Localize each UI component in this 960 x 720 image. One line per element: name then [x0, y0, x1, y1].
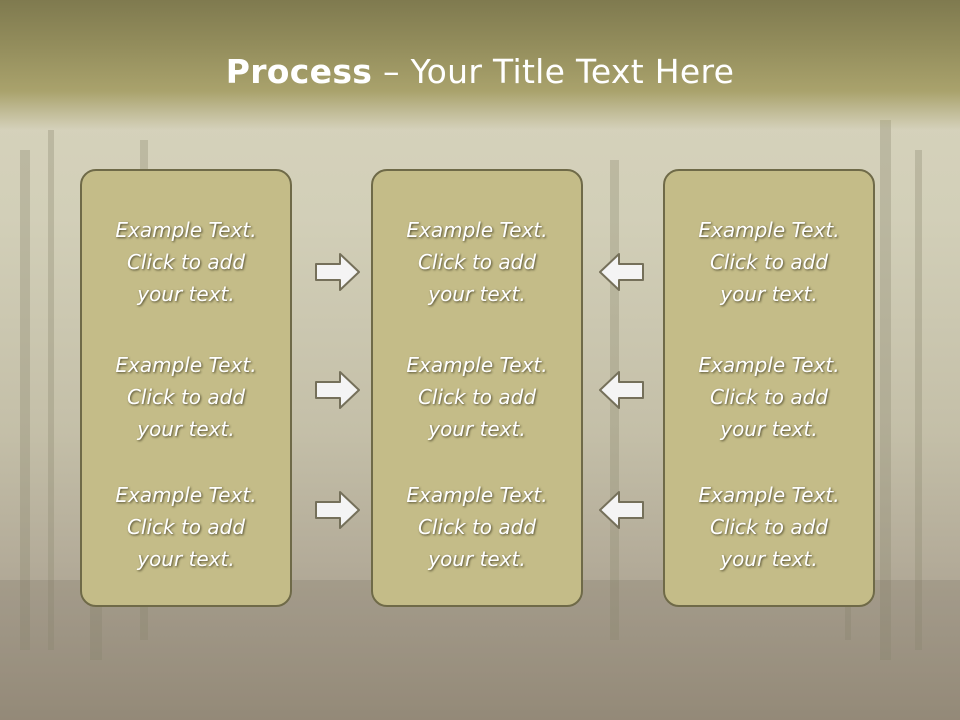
middle-item-3[interactable]: Example Text. Click to add your text.	[373, 479, 581, 575]
item-line: your text.	[720, 417, 818, 441]
right-item-3[interactable]: Example Text. Click to add your text.	[665, 479, 873, 575]
item-line: your text.	[137, 547, 235, 571]
item-line: Example Text.	[115, 483, 257, 507]
item-line: Click to add	[709, 385, 829, 409]
item-line: Example Text.	[406, 353, 548, 377]
left-item-1[interactable]: Example Text. Click to add your text.	[82, 214, 290, 310]
item-line: your text.	[720, 547, 818, 571]
item-line: your text.	[720, 282, 818, 306]
item-line: Click to add	[126, 385, 246, 409]
middle-item-1[interactable]: Example Text. Click to add your text.	[373, 214, 581, 310]
item-line: Click to add	[126, 515, 246, 539]
arrow-left-icon	[599, 253, 644, 291]
title-band	[0, 0, 960, 130]
item-line: Click to add	[126, 250, 246, 274]
item-line: your text.	[137, 417, 235, 441]
item-line: your text.	[428, 547, 526, 571]
item-line: Example Text.	[406, 218, 548, 242]
slide-title[interactable]: Process – Your Title Text Here	[0, 52, 960, 91]
middle-item-2[interactable]: Example Text. Click to add your text.	[373, 349, 581, 445]
arrow-right-icon	[315, 491, 360, 529]
right-item-2[interactable]: Example Text. Click to add your text.	[665, 349, 873, 445]
title-rest: – Your Title Text Here	[372, 52, 735, 91]
item-line: your text.	[428, 282, 526, 306]
item-line: Example Text.	[406, 483, 548, 507]
left-item-2[interactable]: Example Text. Click to add your text.	[82, 349, 290, 445]
item-line: your text.	[137, 282, 235, 306]
left-box[interactable]: Example Text. Click to add your text. Ex…	[80, 169, 292, 607]
item-line: Example Text.	[698, 353, 840, 377]
item-line: Example Text.	[115, 353, 257, 377]
item-line: Example Text.	[698, 483, 840, 507]
arrow-right-icon	[315, 371, 360, 409]
right-item-1[interactable]: Example Text. Click to add your text.	[665, 214, 873, 310]
right-box[interactable]: Example Text. Click to add your text. Ex…	[663, 169, 875, 607]
item-line: Click to add	[417, 515, 537, 539]
title-bold: Process	[225, 52, 373, 91]
item-line: your text.	[428, 417, 526, 441]
arrow-left-icon	[599, 371, 644, 409]
item-line: Example Text.	[115, 218, 257, 242]
item-line: Click to add	[709, 515, 829, 539]
middle-box[interactable]: Example Text. Click to add your text. Ex…	[371, 169, 583, 607]
item-line: Click to add	[417, 385, 537, 409]
arrow-right-icon	[315, 253, 360, 291]
item-line: Example Text.	[698, 218, 840, 242]
left-item-3[interactable]: Example Text. Click to add your text.	[82, 479, 290, 575]
item-line: Click to add	[417, 250, 537, 274]
arrow-left-icon	[599, 491, 644, 529]
item-line: Click to add	[709, 250, 829, 274]
